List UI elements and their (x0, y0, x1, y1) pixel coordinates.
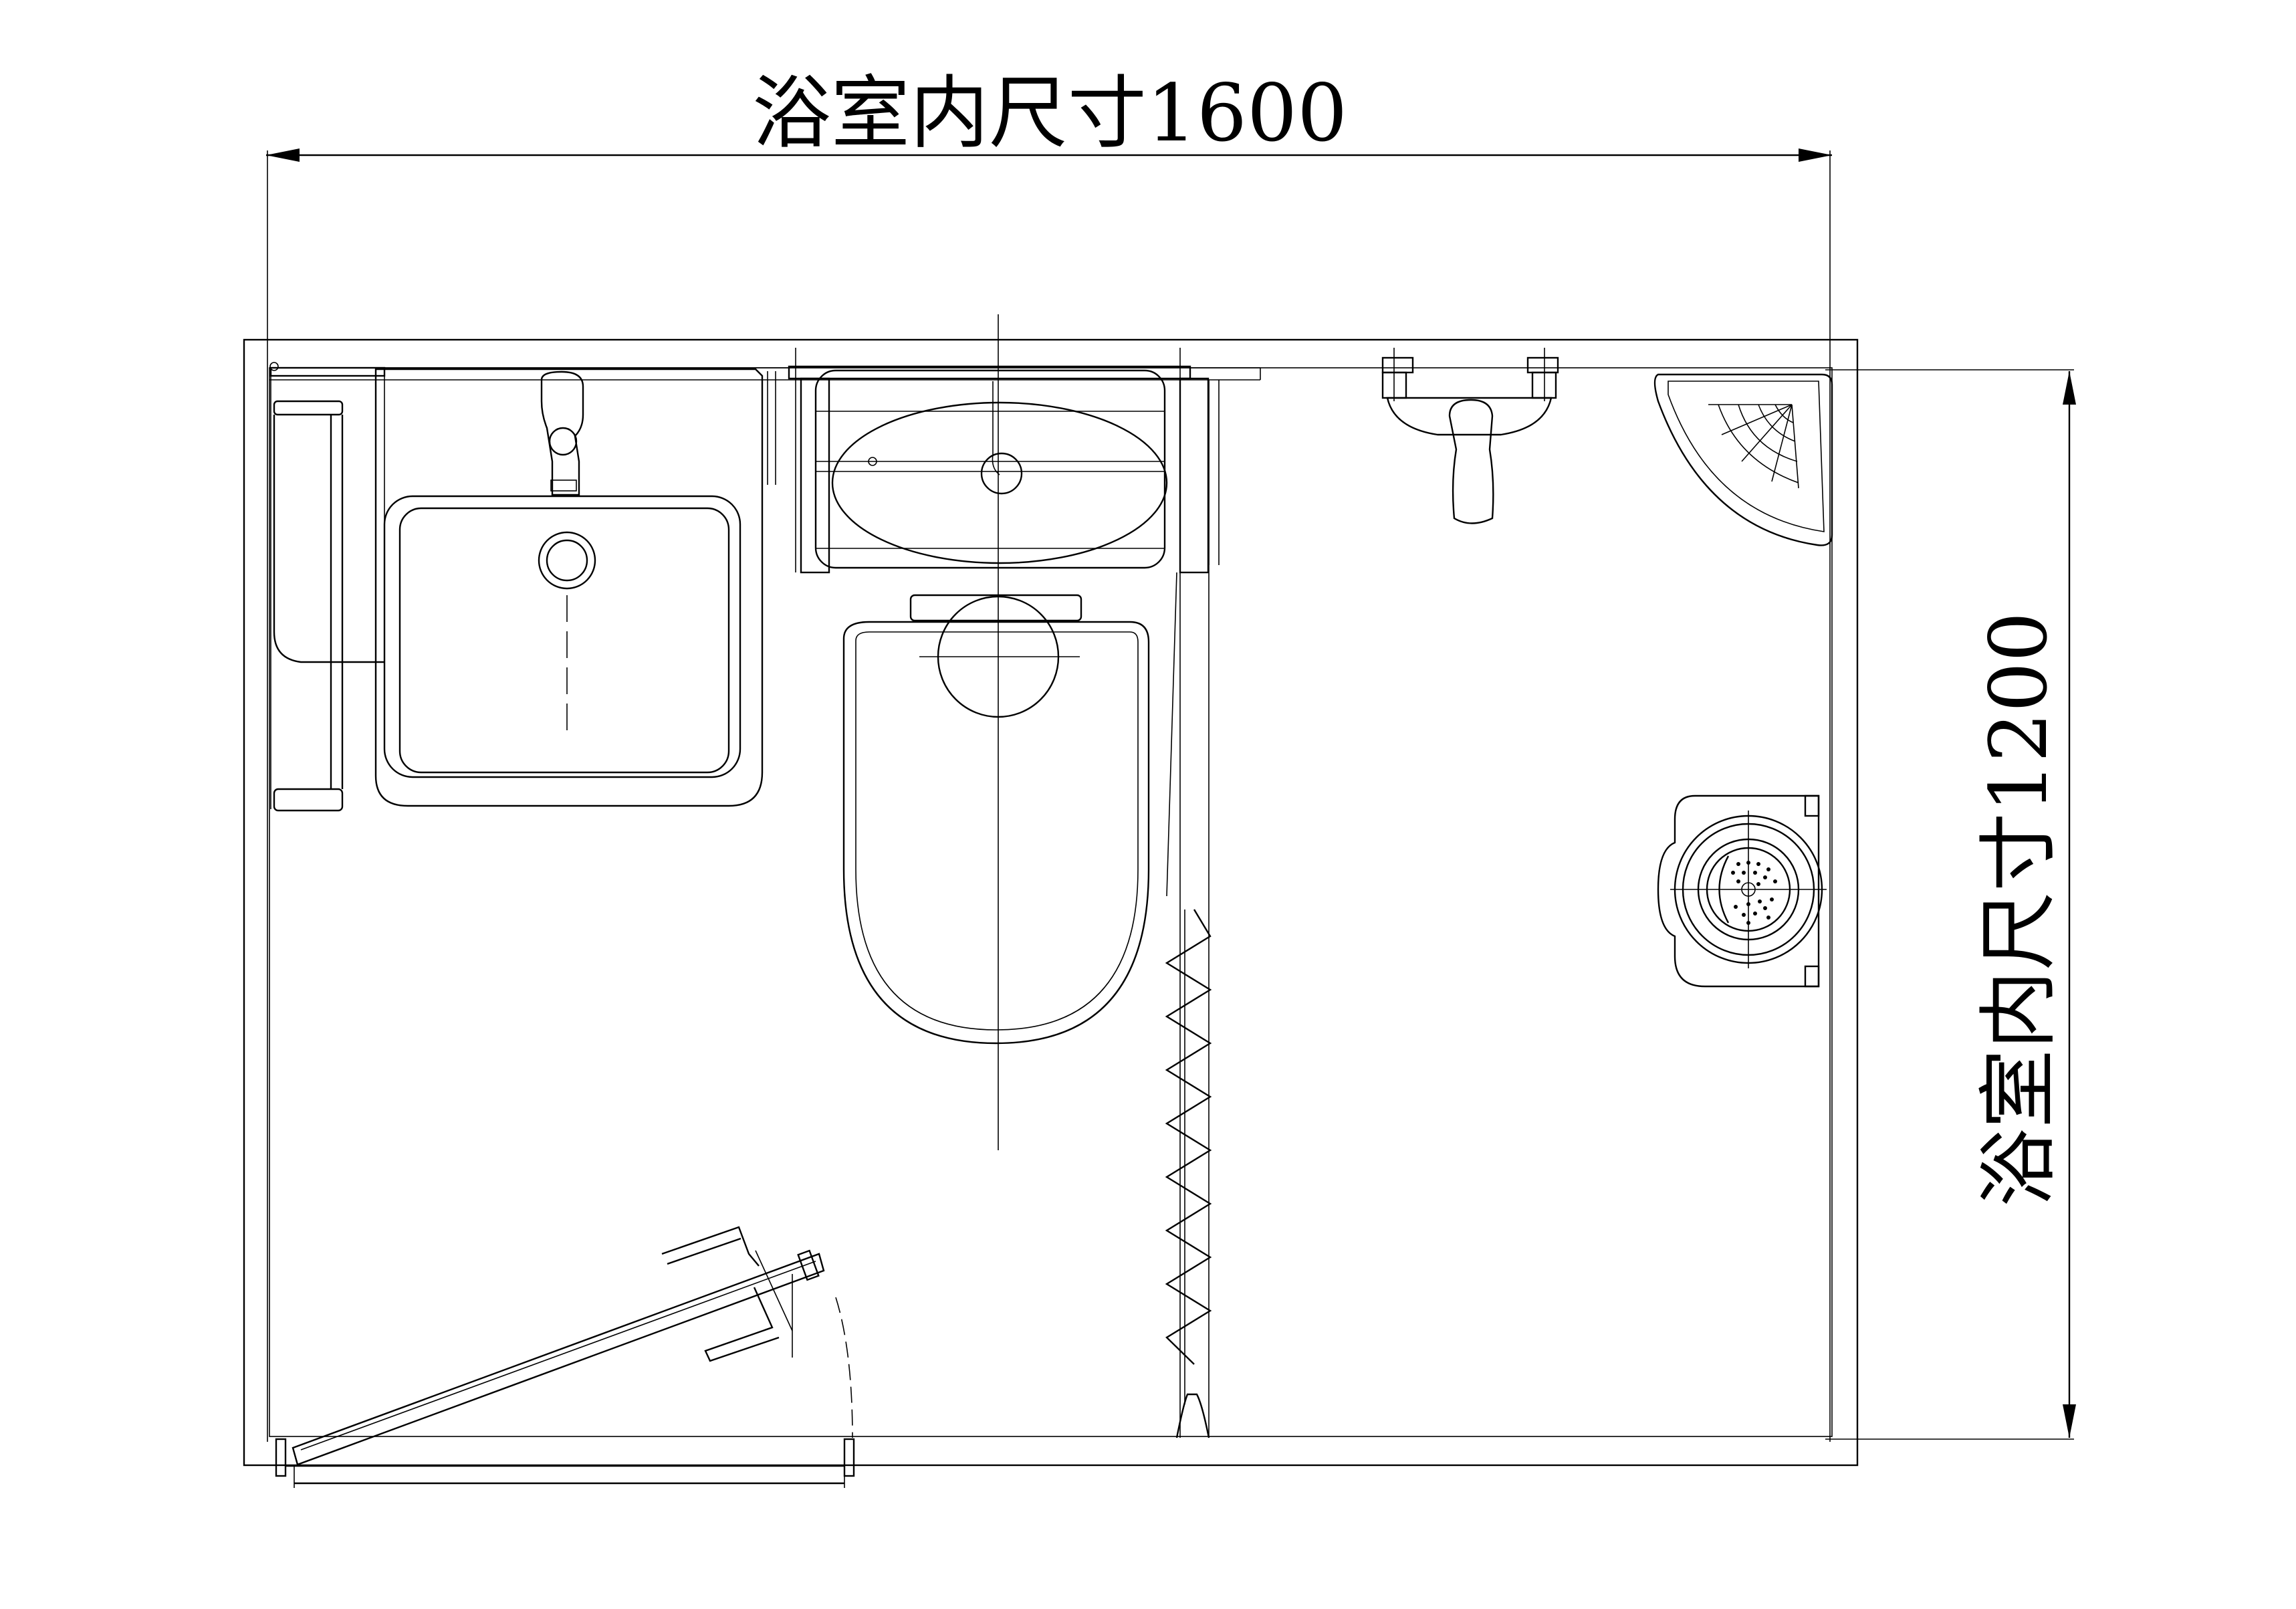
height-dimension: 浴室内尺寸1200 (1825, 369, 2076, 1440)
height-dimension-label: 浴室内尺寸1200 (1972, 612, 2065, 1207)
bathroom-walls (243, 338, 1859, 1467)
shower-curtain (1165, 380, 1220, 1438)
shelf-drain-pattern-icon (1708, 404, 1799, 489)
width-dimension: 浴室内尺寸1600 (266, 67, 1832, 1442)
corner-shelf (1653, 373, 1833, 546)
toilet (788, 314, 1210, 1150)
basin-faucet-icon (540, 370, 584, 496)
door-handle-icon (661, 1226, 793, 1362)
wash-basin (374, 368, 776, 807)
basin-drain-icon (538, 531, 596, 590)
width-dimension-label: 浴室内尺寸1600 (752, 67, 1347, 159)
towel-rack (269, 362, 386, 812)
drain-holes-icon (1731, 861, 1777, 925)
floor-drain (1657, 794, 1827, 988)
door (275, 1226, 855, 1488)
shower-mixer (1381, 348, 1559, 524)
